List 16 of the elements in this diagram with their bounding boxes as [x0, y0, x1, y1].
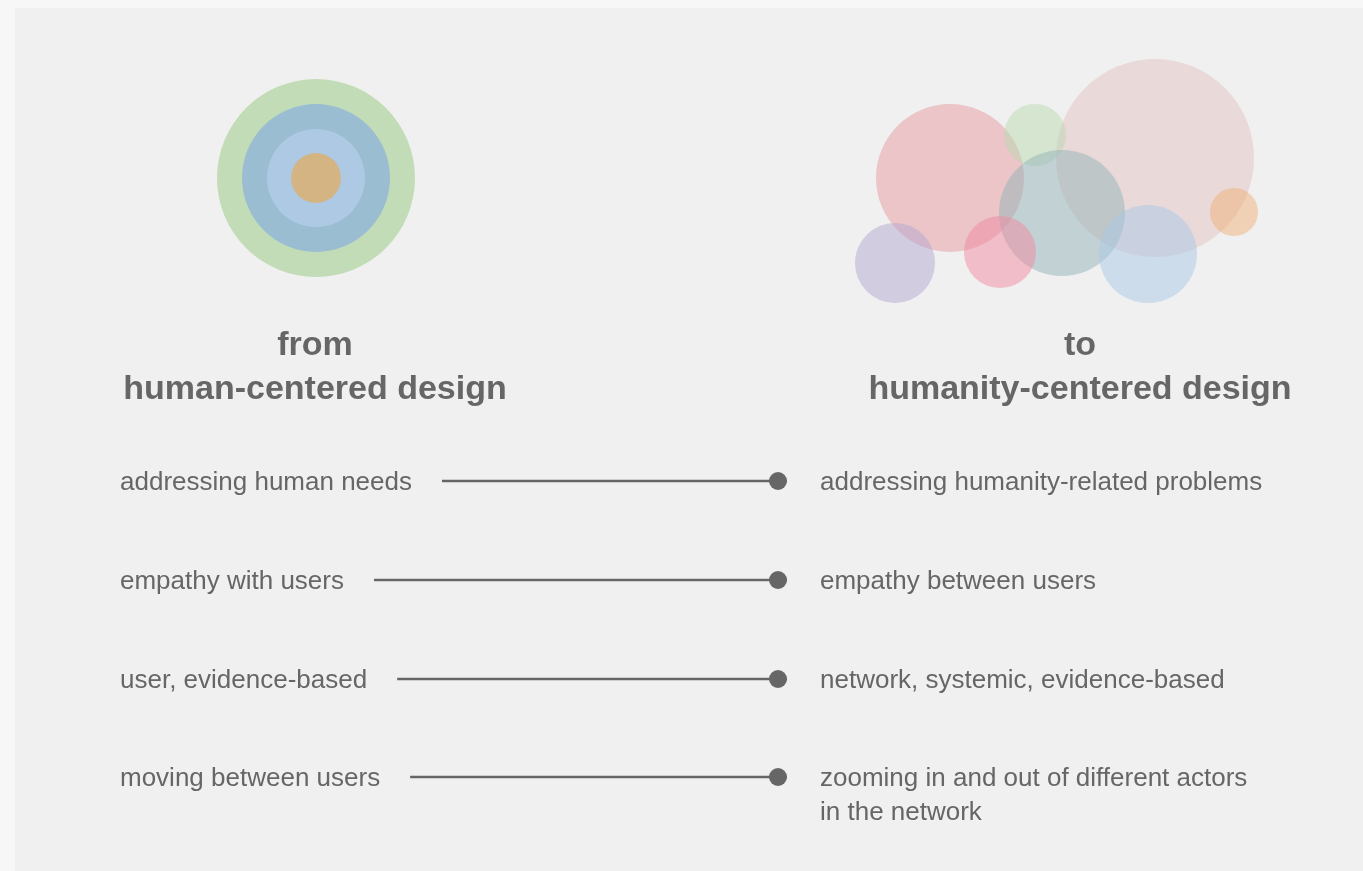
item-text: user, evidence-based: [120, 663, 368, 696]
connector-line: [397, 670, 787, 688]
heading: human-centered design: [123, 367, 507, 407]
item-text: zooming in and out of different actors in the network: [820, 761, 1249, 828]
heading: to: [1063, 323, 1097, 363]
item-text: addressing humanity-related problems: [820, 465, 1263, 498]
heading: from: [277, 323, 353, 363]
item-text: moving between users: [120, 761, 381, 794]
connector-line: [442, 472, 787, 490]
item-text: network, systemic, evidence-based: [820, 663, 1225, 696]
connector-line: [410, 768, 787, 786]
item-text: empathy between users: [820, 564, 1097, 597]
heading: humanity-centered design: [868, 367, 1292, 407]
connector-line: [374, 571, 787, 589]
item-text: addressing human needs: [120, 465, 412, 498]
item-text: empathy with users: [120, 564, 344, 597]
